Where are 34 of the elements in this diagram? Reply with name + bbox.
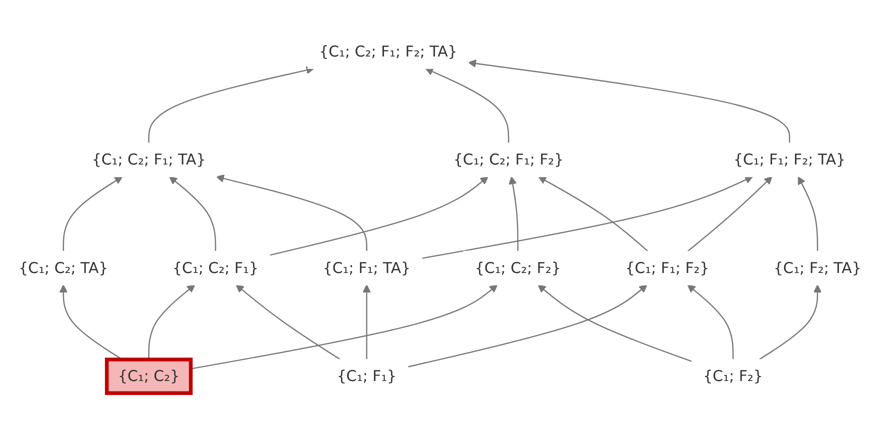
node-text: {C₁; F₁; TA} <box>322 258 411 276</box>
arrow <box>190 284 498 370</box>
arrow <box>148 284 196 360</box>
node-text: {C₁; F₁} <box>336 366 397 385</box>
arrow <box>148 66 314 144</box>
arrow <box>468 59 790 144</box>
arrow <box>270 176 488 256</box>
node-text: {C₁; F₁; F₂; TA} <box>733 150 846 168</box>
arrow <box>62 176 123 252</box>
node-text: {C₁; F₁; F₂} <box>625 258 710 276</box>
arrow <box>687 176 772 252</box>
arrow <box>758 284 822 360</box>
node-text: {C₁; C₂; TA} <box>18 258 108 276</box>
arrow <box>362 284 371 360</box>
arrow <box>59 284 123 360</box>
node-box: {C₁; C₂} <box>104 358 193 395</box>
arrow <box>408 284 648 368</box>
node-text: {C₁; C₂; F₁; F₂} <box>453 150 564 168</box>
arrow <box>425 68 510 144</box>
arrow <box>236 284 341 360</box>
node-text: {C₁; F₂} <box>703 366 763 385</box>
arrow <box>798 176 818 252</box>
arrow <box>538 284 692 362</box>
node-text: {C₁; C₂; F₂} <box>474 258 561 276</box>
arrow <box>216 174 368 252</box>
node-text: {C₁; C₂; F₁} <box>172 258 258 276</box>
arrow <box>508 176 518 252</box>
node-text: {C₁; F₂; TA} <box>774 258 862 276</box>
node-text: {C₁; C₂; F₁; F₂; TA} <box>319 42 458 60</box>
node-text: {C₁; C₂; F₁; TA} <box>92 150 206 168</box>
arrow <box>687 284 734 360</box>
arrow <box>538 176 648 252</box>
arrow <box>169 176 216 252</box>
arrow <box>422 176 754 259</box>
